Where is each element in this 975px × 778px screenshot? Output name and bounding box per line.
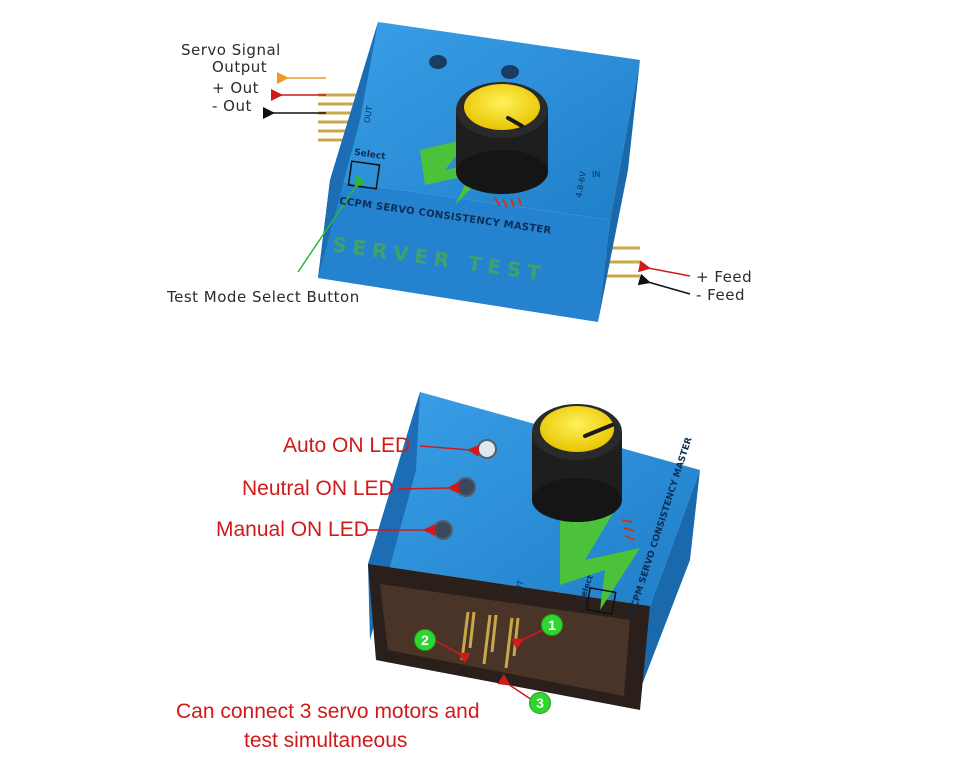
top-device (318, 22, 640, 322)
label-servo-signal-line2: Output (212, 58, 268, 76)
arrow-minus-feed (637, 273, 691, 295)
label-minus-feed: - Feed (696, 286, 745, 304)
bottom-servo-pins (460, 611, 520, 669)
label-plus-feed: + Feed (696, 268, 753, 286)
arrow-neutral-led (397, 481, 460, 494)
top-knob (456, 82, 548, 194)
label-test-mode-select: Test Mode Select Button (167, 288, 360, 306)
badge-3: 3 (529, 692, 551, 714)
manual-led (433, 520, 453, 540)
label-minus-out: - Out (212, 97, 252, 115)
top-printed-in: IN (592, 170, 601, 179)
bottom-knob (532, 404, 622, 522)
caption-line2: test simultaneous (244, 729, 408, 752)
arrow-pin-1 (511, 629, 544, 650)
label-plus-out: + Out (212, 79, 260, 97)
label-manual-on-led: Manual ON LED (216, 518, 369, 541)
label-neutral-on-led: Neutral ON LED (242, 477, 394, 500)
arrow-auto-led (419, 444, 480, 457)
caption-line1: Can connect 3 servo motors and (176, 700, 480, 723)
bottom-select-button (585, 587, 617, 615)
badge-2: 2 (414, 629, 436, 651)
arrow-pin-3 (497, 674, 533, 701)
bottom-device (368, 392, 700, 710)
arrow-test-mode (297, 175, 367, 273)
neutral-led (456, 477, 476, 497)
arrow-pin-2 (433, 639, 471, 664)
badge-1: 1 (541, 614, 563, 636)
arrow-plus-feed (638, 260, 691, 277)
auto-led (477, 439, 497, 459)
label-auto-on-led: Auto ON LED (283, 434, 411, 457)
label-servo-signal-line1: Servo Signal (181, 41, 281, 59)
